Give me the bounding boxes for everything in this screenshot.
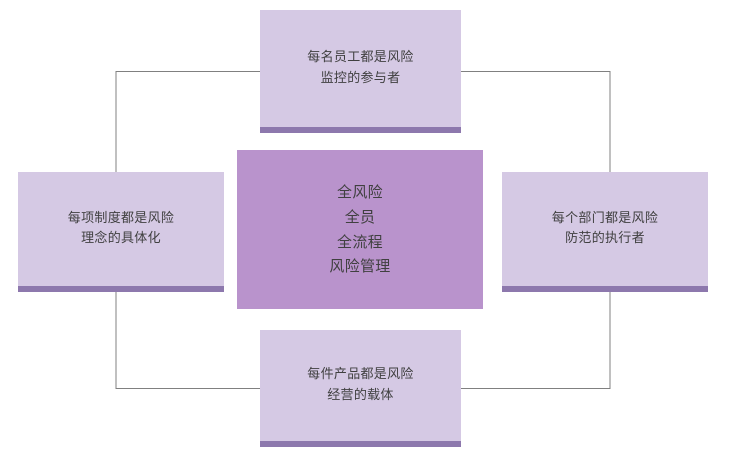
connector-top-right <box>461 71 611 172</box>
node-bottom[interactable]: 每件产品都是风险 经营的载体 <box>260 330 461 447</box>
node-top[interactable]: 每名员工都是风险 监控的参与者 <box>260 10 461 133</box>
node-center[interactable]: 全风险 全员 全流程 风险管理 <box>237 150 483 309</box>
node-right-label: 每个部门都是风险 防范的执行者 <box>551 210 659 246</box>
node-center-label: 全风险 全员 全流程 风险管理 <box>329 183 391 276</box>
node-right[interactable]: 每个部门都是风险 防范的执行者 <box>502 172 708 292</box>
node-top-label: 每名员工都是风险 监控的参与者 <box>307 50 414 86</box>
node-bottom-label: 每件产品都是风险 经营的载体 <box>307 367 414 403</box>
node-left-label: 每项制度都是风险 理念的具体化 <box>67 210 175 246</box>
node-left[interactable]: 每项制度都是风险 理念的具体化 <box>18 172 224 292</box>
connector-right-bottom <box>461 292 611 389</box>
